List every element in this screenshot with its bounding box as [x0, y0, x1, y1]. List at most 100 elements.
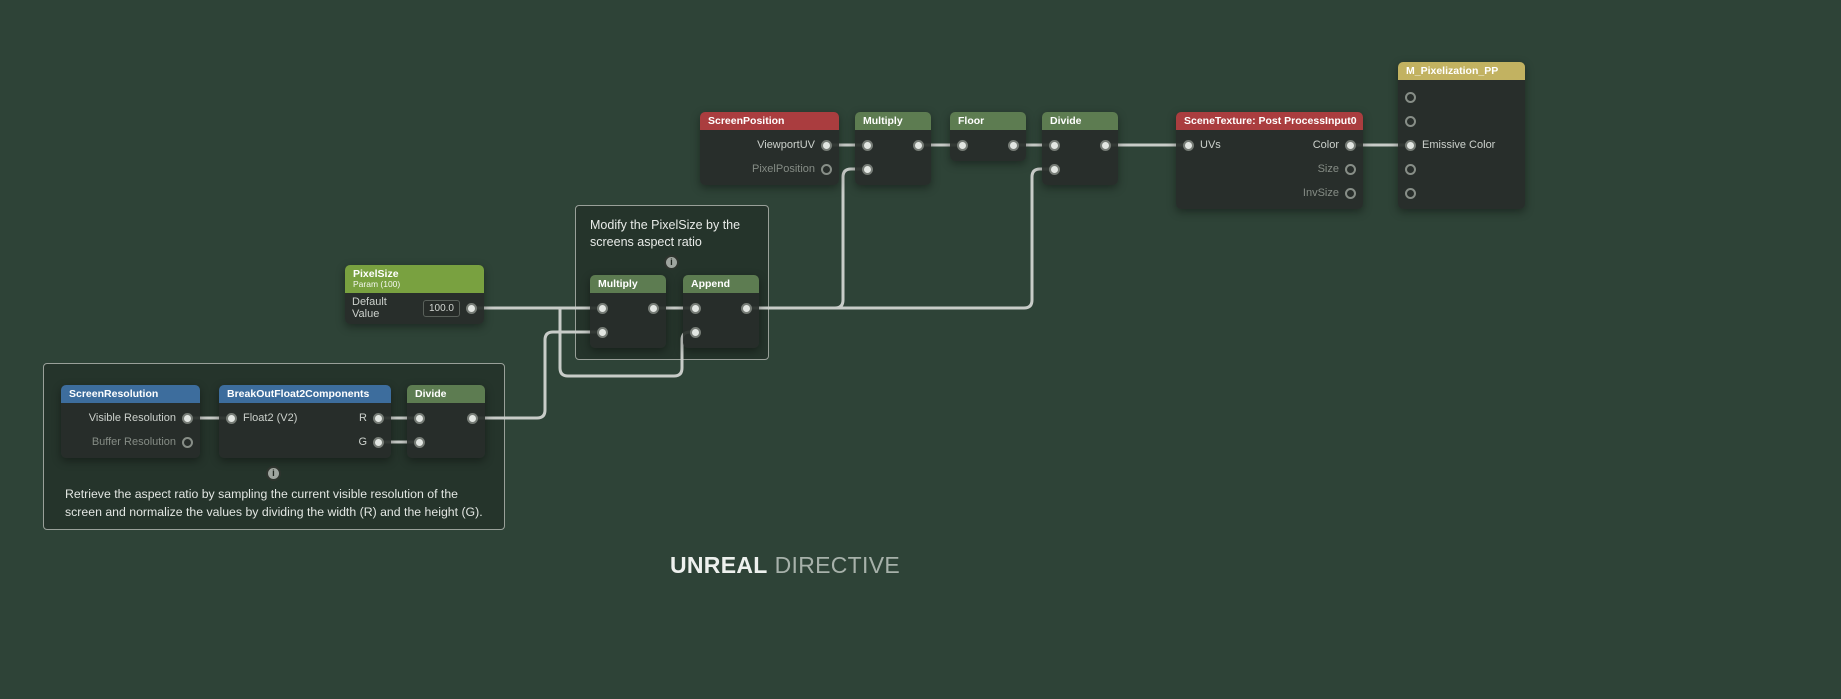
- node-header: Divide: [407, 385, 485, 403]
- pin-label: Size: [1317, 163, 1339, 175]
- pin-row: G: [219, 430, 391, 454]
- emissive-color-input-pin[interactable]: [1405, 139, 1416, 151]
- pin-row: [1042, 157, 1118, 181]
- node-header: ScreenPosition: [700, 112, 839, 130]
- pin-row: [683, 320, 759, 344]
- node-material-result[interactable]: M_Pixelization_PP Emissive Color: [1398, 62, 1525, 209]
- pin-row: [1398, 157, 1525, 181]
- pin-row: [683, 296, 759, 320]
- node-scenetexture[interactable]: SceneTexture: Post ProcessInput0 UVs Col…: [1176, 112, 1363, 209]
- pin-row: Visible Resolution: [61, 406, 200, 430]
- pin-label: Float2 (V2): [243, 412, 298, 424]
- node-header: Multiply: [855, 112, 931, 130]
- wire-append-to-divideuv-b[interactable]: [744, 167, 1057, 310]
- multiply-uv-output-pin[interactable]: [913, 139, 924, 151]
- result-input-pin-4[interactable]: [1405, 163, 1416, 175]
- pin-row: [1398, 181, 1525, 205]
- float2-input-pin[interactable]: [226, 412, 237, 424]
- pin-row: [950, 133, 1026, 157]
- node-floor[interactable]: Floor: [950, 112, 1026, 161]
- node-header: Floor: [950, 112, 1026, 130]
- scenetexture-invsize-output-pin[interactable]: [1345, 187, 1356, 199]
- result-input-pin-1[interactable]: [1405, 91, 1416, 103]
- pin-row: [1042, 133, 1118, 157]
- pin-label: Emissive Color: [1422, 139, 1496, 151]
- pixelsize-output-pin[interactable]: [466, 302, 477, 314]
- pin-row: InvSize: [1176, 181, 1363, 205]
- multiply-uv-input-a-pin[interactable]: [862, 139, 873, 151]
- result-input-pin-5[interactable]: [1405, 187, 1416, 199]
- pin-row: [590, 320, 666, 344]
- pixelposition-output-pin[interactable]: [821, 163, 832, 175]
- visible-resolution-output-pin[interactable]: [182, 412, 193, 424]
- node-subtitle: Param (100): [353, 279, 401, 290]
- buffer-resolution-output-pin[interactable]: [182, 436, 193, 448]
- pin-label: ViewportUV: [757, 139, 815, 151]
- wire-aspect-to-multiply-b[interactable]: [471, 330, 605, 420]
- scenetexture-uvs-input-pin[interactable]: [1183, 139, 1194, 151]
- scenetexture-size-output-pin[interactable]: [1345, 163, 1356, 175]
- pin-row: PixelPosition: [700, 157, 839, 181]
- pin-row: Size: [1176, 157, 1363, 181]
- default-value-input[interactable]: 100.0: [422, 299, 460, 317]
- node-append[interactable]: Append: [683, 275, 759, 348]
- node-divide-uv[interactable]: Divide: [1042, 112, 1118, 185]
- node-multiply-aspect[interactable]: Multiply: [590, 275, 666, 348]
- node-header: BreakOutFloat2Components: [219, 385, 391, 403]
- logo-bold-text: UNREAL: [669, 552, 768, 578]
- pin-row: [407, 430, 485, 454]
- comment-title: Modify the PixelSize by the screens aspe…: [590, 218, 741, 250]
- result-input-pin-2[interactable]: [1405, 115, 1416, 127]
- info-icon[interactable]: i: [664, 255, 679, 270]
- floor-input-pin[interactable]: [957, 139, 968, 151]
- node-header: Append: [683, 275, 759, 293]
- pin-row: [590, 296, 666, 320]
- divide-uv-output-pin[interactable]: [1100, 139, 1111, 151]
- node-header: ScreenResolution: [61, 385, 200, 403]
- node-divide-aspect[interactable]: Divide: [407, 385, 485, 458]
- multiply-aspect-input-a-pin[interactable]: [597, 302, 608, 314]
- pin-row: [855, 133, 931, 157]
- pin-label: Default Value: [352, 296, 387, 320]
- node-pixelsize[interactable]: PixelSize Param (100) Default Value 100.…: [345, 265, 484, 324]
- pin-row: [407, 406, 485, 430]
- pin-label: UVs: [1200, 139, 1221, 151]
- divide-aspect-input-a-pin[interactable]: [414, 412, 425, 424]
- node-header: M_Pixelization_PP: [1398, 62, 1525, 80]
- pin-label: Color: [1312, 139, 1339, 151]
- multiply-uv-input-b-pin[interactable]: [862, 163, 873, 175]
- multiply-aspect-input-b-pin[interactable]: [597, 326, 608, 338]
- divide-uv-input-a-pin[interactable]: [1049, 139, 1060, 151]
- divide-aspect-output-pin[interactable]: [467, 412, 478, 424]
- append-output-pin[interactable]: [741, 302, 752, 314]
- node-breakout-float2[interactable]: BreakOutFloat2Components Float2 (V2) R G: [219, 385, 391, 458]
- pin-row: [1398, 109, 1525, 133]
- r-output-pin[interactable]: [373, 412, 384, 424]
- comment-description: Retrieve the aspect ratio by sampling th…: [65, 487, 483, 519]
- pin-label: InvSize: [1302, 187, 1339, 199]
- append-input-b-pin[interactable]: [690, 326, 701, 338]
- wire-append-to-multiplyuv-b[interactable]: [744, 167, 870, 310]
- node-screenresolution[interactable]: ScreenResolution Visible Resolution Buff…: [61, 385, 200, 458]
- append-input-a-pin[interactable]: [690, 302, 701, 314]
- node-multiply-uv[interactable]: Multiply: [855, 112, 931, 185]
- multiply-aspect-output-pin[interactable]: [648, 302, 659, 314]
- divide-uv-input-b-pin[interactable]: [1049, 163, 1060, 175]
- pin-row: [855, 157, 931, 181]
- node-title: PixelSize: [353, 268, 399, 280]
- node-screenposition[interactable]: ScreenPosition ViewportUV PixelPosition: [700, 112, 839, 185]
- floor-output-pin[interactable]: [1008, 139, 1019, 151]
- node-header: PixelSize Param (100): [345, 265, 484, 293]
- pin-label: Buffer Resolution: [91, 436, 176, 448]
- viewportuv-output-pin[interactable]: [821, 139, 832, 151]
- scenetexture-color-output-pin[interactable]: [1345, 139, 1356, 151]
- pin-row: [1398, 85, 1525, 109]
- node-header: Divide: [1042, 112, 1118, 130]
- divide-aspect-input-b-pin[interactable]: [414, 436, 425, 448]
- g-output-pin[interactable]: [373, 436, 384, 448]
- info-icon[interactable]: i: [266, 466, 281, 481]
- pin-row: Float2 (V2) R: [219, 406, 391, 430]
- pin-row: Buffer Resolution: [61, 430, 200, 454]
